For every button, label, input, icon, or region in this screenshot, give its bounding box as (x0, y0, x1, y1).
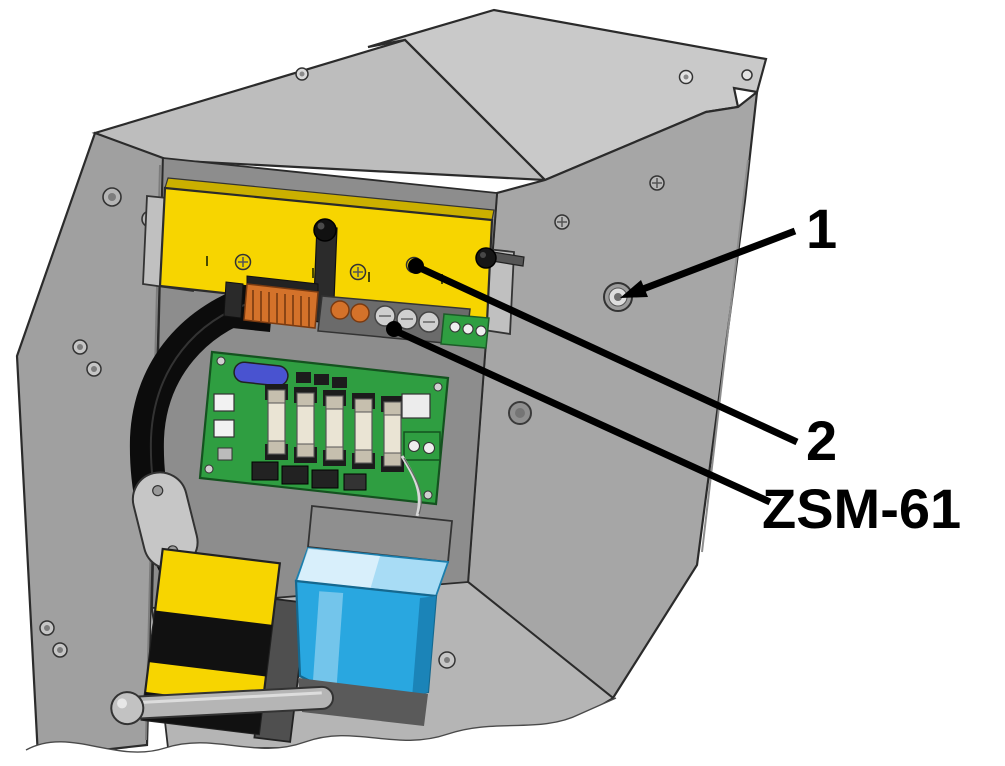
transformer-black-band (148, 610, 273, 677)
right-panel-screw-a (554, 214, 570, 230)
left-panel-holes-upper (72, 339, 102, 377)
connector-pins (252, 290, 310, 327)
bracket-hole (741, 69, 753, 81)
left-panel-bolt-a (102, 187, 122, 207)
callout-zsm61-leader-line (396, 328, 772, 506)
right-panel-screw-b (649, 175, 665, 191)
right-side-panel (466, 89, 759, 700)
pcb-wire (400, 455, 421, 517)
terminal-orange (350, 303, 370, 323)
tray-screw (438, 651, 456, 669)
bracket-hole-center (683, 74, 689, 80)
oval-plate-screw (152, 485, 164, 497)
terminal-orange (330, 300, 350, 320)
fuse-cartridge (294, 387, 317, 463)
zsm-terminal-row (317, 295, 490, 349)
fuse-cartridge (265, 384, 288, 460)
shaft-ball-highlight (117, 698, 128, 709)
blue-capacitor-unit (294, 505, 453, 726)
cutaway-line (25, 697, 617, 753)
panel-screw-grommet (603, 282, 633, 312)
shaft-ball-end (110, 691, 145, 726)
callout-1-label: 1 (806, 197, 837, 260)
pcb-left-connectors (213, 393, 235, 461)
pcb-connector-strip (223, 275, 319, 329)
right-panel-indent (508, 401, 532, 425)
left-panel-holes-lower (39, 620, 68, 658)
pcb-right-components (401, 393, 441, 461)
callout-2-end-dot (408, 258, 424, 274)
cutaway-edge (25, 697, 617, 766)
callout-1-arrowhead (620, 280, 648, 298)
fuse-cartridge (323, 390, 346, 466)
pcb-headers (296, 372, 347, 388)
capacitor-top-sheen (298, 548, 380, 590)
fuse-cartridge (381, 396, 404, 472)
shaft-highlight (139, 691, 322, 704)
terminal-screws (374, 305, 440, 333)
callout-zsm61-end-dot (386, 321, 402, 337)
pcb-wire-shadow (403, 457, 422, 515)
green-terminal-block (440, 313, 490, 349)
support-shaft (110, 685, 335, 726)
pcb-corner-screws (204, 356, 443, 500)
callout-1: 1 (620, 197, 837, 298)
cover-screw-center (313, 218, 337, 242)
cutaway-mask (26, 698, 616, 766)
callout-zsm61: ZSM-61 (386, 321, 961, 540)
left-side-panel (15, 131, 165, 759)
cover-screw-right (475, 247, 497, 269)
orange-connector (243, 283, 319, 329)
capacitor-highlight (312, 591, 344, 685)
pcb-bottom-connectors (251, 461, 367, 491)
fuse-board (198, 350, 450, 517)
capacitor-body-shade (412, 596, 436, 698)
callout-zsm61-label: ZSM-61 (762, 477, 961, 540)
black-connector (223, 281, 244, 319)
callout-1-leader-line (641, 227, 797, 293)
blue-capacitor-axial (233, 361, 289, 387)
right-panel-crease (701, 159, 749, 553)
callout-2: 2 (408, 258, 837, 472)
top-face-hole-center (299, 71, 305, 77)
callout-2-label: 2 (806, 409, 837, 472)
callout-2-leader-line (418, 264, 799, 446)
fuse-cartridge (352, 393, 375, 469)
